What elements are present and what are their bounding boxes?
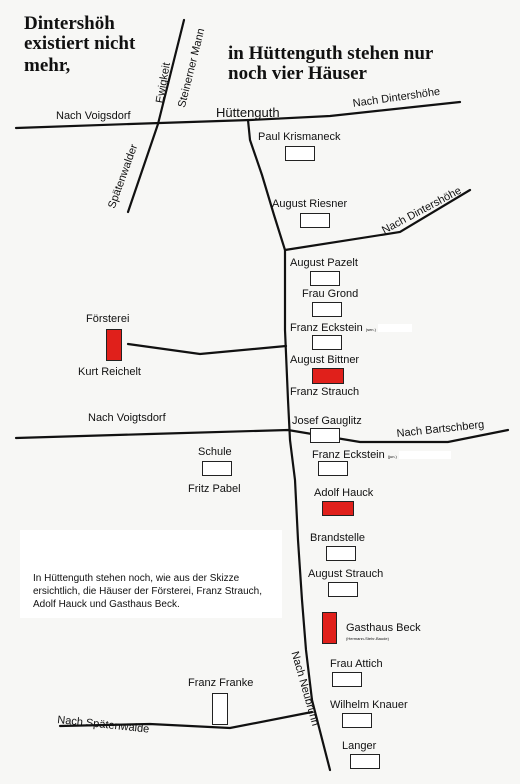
caption-text: In Hüttenguth stehen noch, wie aus der S… — [33, 573, 262, 610]
road-label-nach-voigsdorf: Nach Voigsdorf — [56, 110, 131, 122]
road-voigsdorf-dintershoehe — [14, 100, 462, 130]
house-langer — [350, 754, 380, 769]
house-adolf-hauck — [322, 501, 354, 516]
house-label-august-riesner: August Riesner — [272, 198, 348, 210]
caption-box: In Hüttenguth stehen noch, wie aus der S… — [20, 530, 282, 618]
road-dintershoehe-mid — [283, 188, 472, 252]
house-label-august-bittner: August Bittner — [290, 354, 360, 366]
road-ewigkeit — [126, 18, 186, 214]
house-label-august-strauch: August Strauch — [308, 568, 384, 580]
title-left-line2: existiert nicht — [24, 33, 136, 54]
house-label-gasthaus-beck: Gasthaus Beck — [346, 622, 421, 634]
house-gasthaus-beck — [322, 612, 337, 644]
title-left-line1: Dintershöh — [24, 13, 115, 34]
house-label-adolf-hauck: Adolf Hauck — [314, 487, 374, 499]
house-paul-krismaneck — [285, 146, 315, 161]
place-label-huettenguth: Hüttenguth — [216, 105, 280, 120]
house-label-paul-krismaneck: Paul Krismaneck — [258, 131, 341, 143]
house-august-strauch — [328, 582, 358, 597]
house-label-wilhelm-knauer: Wilhelm Knauer — [330, 699, 408, 711]
house-august-riesner — [300, 213, 330, 228]
house-franz-franke — [212, 693, 228, 725]
title-right-line2: noch vier Häuser — [228, 63, 367, 84]
house-label-schule: Schule — [198, 446, 232, 458]
house-label-august-pazelt: August Pazelt — [290, 257, 358, 269]
road-spaetenwalde — [58, 710, 314, 730]
house-label-frau-grond: Frau Grond — [302, 288, 359, 300]
house-schule — [202, 461, 232, 476]
house-label-franz-franke: Franz Franke — [188, 677, 254, 689]
house-label-kurt-reichelt: Kurt Reichelt — [78, 366, 141, 378]
house-josef-gauglitz — [310, 428, 340, 443]
road-label-nach-voigtsdorf: Nach Voigtsdorf — [88, 412, 166, 424]
road-foersterei — [126, 342, 288, 356]
house-frau-grond — [312, 302, 342, 317]
house-label-franz-strauch: Franz Strauch — [290, 386, 360, 398]
house-brandstelle — [326, 546, 356, 561]
road-main — [246, 118, 332, 772]
house-label-gasthaus-beck-note: (Hermann-Stehr-Baude) — [346, 636, 389, 641]
house-august-pazelt — [310, 271, 340, 286]
house-label-frau-attich: Frau Attich — [330, 658, 383, 670]
house-foersterei — [106, 329, 122, 361]
house-frau-attich — [332, 672, 362, 687]
house-label-josef-gauglitz: Josef Gauglitz — [292, 415, 362, 427]
house-wilhelm-knauer — [342, 713, 372, 728]
house-franz-eckstein-sen — [312, 335, 342, 350]
house-franz-strauch — [312, 368, 344, 384]
title-left-line3: mehr, — [24, 55, 71, 76]
house-label-franz-eckstein-sen: Franz Eckstein(sen.) — [290, 322, 412, 336]
title-right-line1: in Hüttenguth stehen nur — [228, 43, 434, 64]
house-label-franz-eckstein-jun: Franz Eckstein(jun.) — [312, 449, 451, 463]
house-franz-eckstein-jun — [318, 461, 348, 476]
house-label-foersterei: Försterei — [86, 313, 130, 325]
house-label-fritz-pabel: Fritz Pabel — [188, 483, 241, 495]
house-label-brandstelle: Brandstelle — [310, 532, 366, 544]
house-label-langer: Langer — [342, 740, 377, 752]
